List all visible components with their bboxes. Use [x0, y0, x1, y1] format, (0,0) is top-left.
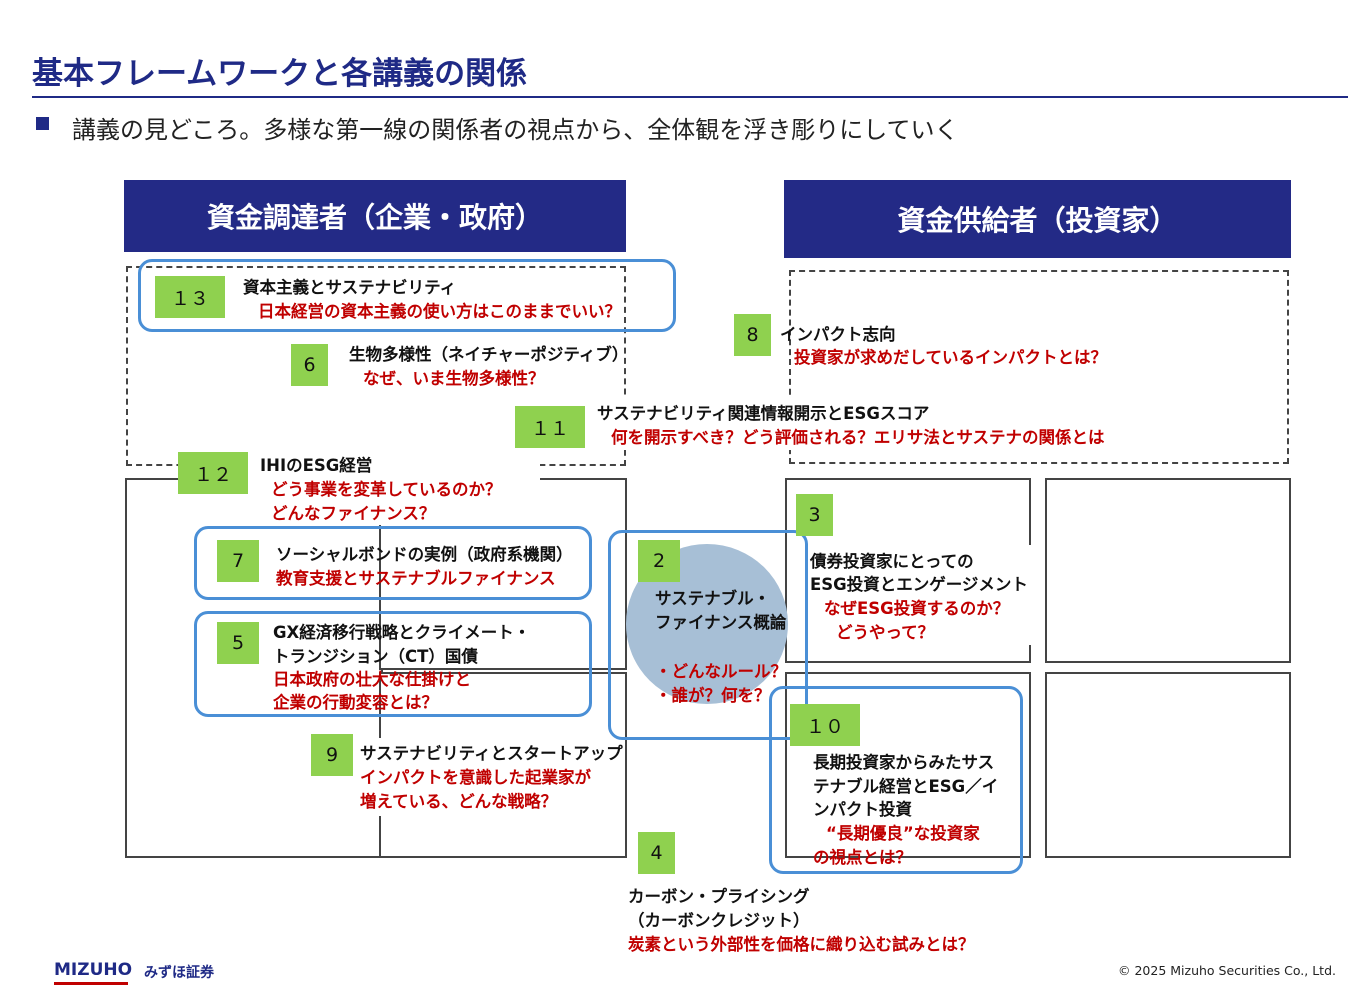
lecture-title-6: 生物多様性（ネイチャーポジティブ）: [349, 345, 629, 364]
title-divider: [32, 96, 1348, 98]
lecture-question-5a: 日本政府の壮大な仕掛けと: [273, 670, 471, 689]
lecture-number-10: １０: [790, 704, 860, 746]
copyright-notice: © 2025 Mizuho Securities Co., Ltd.: [1118, 963, 1336, 978]
lecture-question-8: 投資家が求めだしているインパクトとは？: [794, 348, 1108, 367]
lecture-title-3a: 債券投資家にとっての: [810, 552, 974, 571]
lecture-title-10c: ンパクト投資: [813, 800, 912, 819]
lecture-number-11: １１: [515, 406, 585, 448]
lecture-question-13: 日本経営の資本主義の使い方はこのままでいい？: [258, 302, 621, 321]
lecture-question-7: 教育支援とサステナブルファイナンス: [276, 569, 556, 588]
logo-underline: [54, 982, 128, 985]
lecture-number-2: 2: [638, 540, 680, 582]
header-fund-providers: 資金供給者（投資家）: [784, 180, 1291, 258]
lecture-title-7: ソーシャルボンドの実例（政府系機関）: [276, 545, 573, 564]
lecture-title-5b: トランジション（CT）国債: [273, 647, 478, 666]
lecture-question-12b: どんなファイナンス？: [271, 504, 436, 523]
mizuho-logo-japanese: みずほ証券: [144, 965, 214, 981]
lecture-number-7: 7: [217, 540, 259, 582]
lecture-question-10b: の視点とは？: [813, 848, 912, 867]
lecture-number-6: 6: [291, 344, 328, 386]
lecture-number-5: 5: [217, 622, 259, 664]
label-mask: [240, 455, 540, 525]
lecture-title-2b: ファイナンス概論: [655, 613, 787, 632]
lecture-number-4: 4: [638, 832, 675, 874]
lecture-title-3b: ESG投資とエンゲージメント: [810, 575, 1028, 594]
lecture-title-4b: （カーボンクレジット）: [628, 911, 810, 930]
highlight-outline-5: [194, 611, 592, 717]
header-fund-raisers: 資金調達者（企業・政府）: [124, 180, 626, 252]
right-quadrant-d: [1045, 672, 1291, 858]
lecture-number-3: 3: [796, 494, 833, 536]
right-quadrant-b: [1045, 478, 1291, 663]
right-quadrant-c: [785, 672, 1031, 858]
lecture-title-5a: GX経済移行戦略とクライメート・: [273, 623, 531, 642]
lecture-title-9: サステナビリティとスタートアップ: [360, 744, 623, 763]
page-title: 基本フレームワークと各講義の関係: [32, 56, 528, 92]
lecture-question-9b: 増えている、どんな戦略？: [360, 792, 558, 811]
lecture-title-8: インパクト志向: [780, 325, 896, 344]
lecture-question-9a: インパクトを意識した起業家が: [360, 768, 591, 787]
page-subtitle: 講義の見どころ。多様な第一線の関係者の視点から、全体観を浮き彫りにしていく: [72, 116, 959, 144]
highlight-outline-2: [608, 530, 808, 740]
lecture-title-10b: テナブル経営とESG／イ: [813, 777, 999, 796]
lecture-number-8: 8: [734, 314, 771, 356]
lecture-question-2b: ・誰が？何を？: [655, 686, 771, 705]
highlight-outline-13: [138, 259, 676, 332]
lecture-title-11: サステナビリティ関連情報開示とESGスコア: [597, 404, 930, 423]
lecture-question-3b: どうやって？: [836, 623, 935, 642]
lecture-title-4a: カーボン・プライシング: [628, 887, 810, 906]
right-dashed-box: [789, 270, 1289, 464]
lecture-question-2a: ・どんなルール？: [655, 662, 787, 681]
lecture-title-13: 資本主義とサステナビリティ: [243, 278, 457, 297]
lecture-question-5b: 企業の行動変容とは？: [273, 693, 438, 712]
lecture-title-2a: サステナブル・: [655, 589, 771, 608]
label-mask: [806, 545, 1038, 645]
highlight-outline-10: [769, 686, 1023, 874]
lecture-question-4: 炭素という外部性を価格に織り込む試みとは？: [628, 935, 975, 954]
bullet-square-icon: [36, 117, 49, 130]
mizuho-logo: MIZUHO: [54, 960, 133, 980]
lecture-title-12: IHIのESG経営: [260, 456, 373, 475]
lecture-number-13: １３: [155, 276, 225, 318]
lecture-question-11: 何を開示すべき？どう評価される？エリサ法とサステナの関係とは: [611, 428, 1105, 447]
lecture-number-12: １２: [178, 452, 248, 494]
lecture-question-10a: “長期優良”な投資家: [826, 824, 980, 843]
lecture-question-12a: どう事業を変革しているのか？: [271, 480, 502, 499]
lecture-title-10a: 長期投資家からみたサス: [813, 753, 995, 772]
label-mask: [352, 738, 614, 816]
lecture-question-3a: なぜESG投資するのか？: [824, 599, 1010, 618]
label-mask: [595, 398, 1130, 450]
highlight-outline-7: [194, 526, 592, 600]
lecture-number-9: 9: [311, 734, 353, 776]
lecture-question-6: なぜ、いま生物多様性？: [363, 369, 545, 388]
